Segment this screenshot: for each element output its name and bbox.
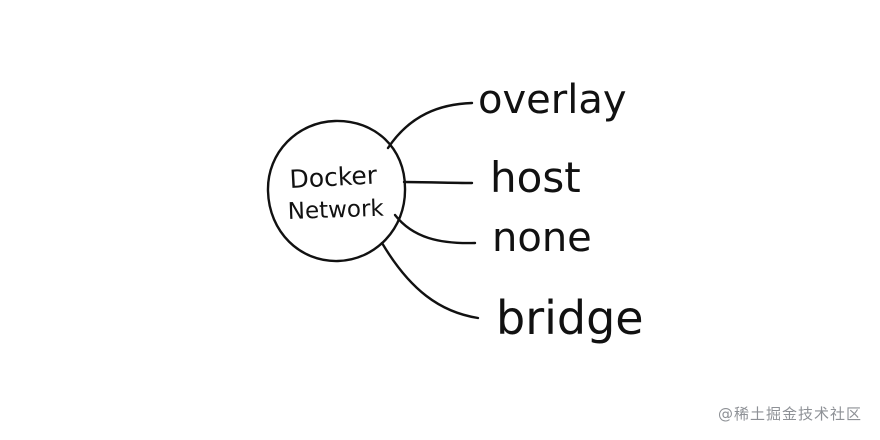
branch-label-host: host: [490, 153, 581, 202]
center-circle: [266, 119, 407, 263]
branch-connector-none: [393, 213, 477, 245]
branch-connector-overlay: [386, 101, 474, 150]
watermark-text: @稀土掘金技术社区: [717, 405, 862, 423]
center-label-line1: Docker: [289, 160, 379, 194]
branch-connector-host: [402, 180, 474, 185]
branch-connector-bridge: [380, 241, 480, 320]
branch-label-overlay: overlay: [478, 77, 627, 123]
branch-label-none: none: [492, 215, 592, 261]
branch-label-bridge: bridge: [496, 291, 644, 345]
center-label-line2: Network: [287, 196, 385, 225]
